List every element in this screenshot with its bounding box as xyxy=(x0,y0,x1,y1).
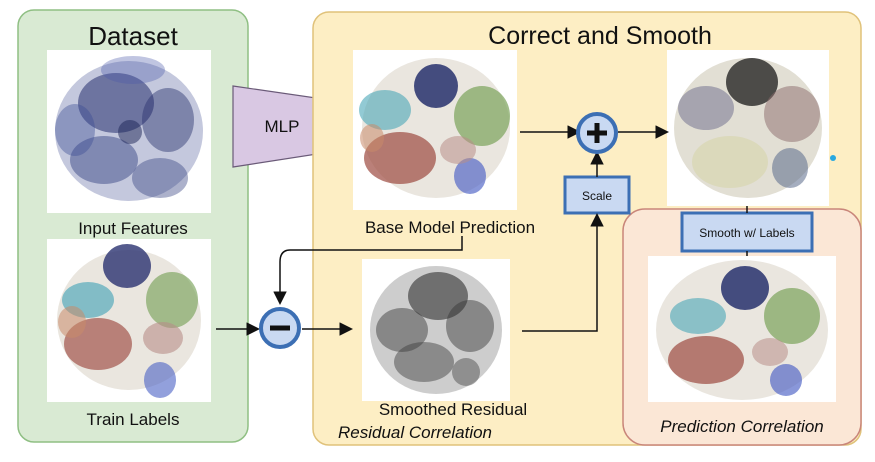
smoothed-residual-graph-image xyxy=(362,259,510,401)
scale-label: Scale xyxy=(582,189,612,203)
train-labels-graph-image xyxy=(47,239,211,402)
mlp-label: MLP xyxy=(265,117,300,136)
prediction-correlation-label: Prediction Correlation xyxy=(660,417,823,436)
decorative-dot xyxy=(830,155,836,161)
input-features-graph-image xyxy=(47,50,211,213)
corrected-prediction-graph-image xyxy=(667,50,829,206)
smoothed-residual-label: Smoothed Residual xyxy=(379,400,527,419)
arrow-residual-to-scale xyxy=(522,213,604,332)
minus-operator xyxy=(259,307,301,349)
connectors xyxy=(216,125,748,336)
residual-correlation-label: Residual Correlation xyxy=(338,423,492,442)
input-features-label: Input Features xyxy=(78,219,188,238)
correct-smooth-title: Correct and Smooth xyxy=(488,22,712,50)
smooth-with-labels-label: Smooth w/ Labels xyxy=(699,226,794,240)
arrow-base-to-minus xyxy=(273,236,463,305)
dataset-title: Dataset xyxy=(88,21,178,51)
base-model-prediction-label: Base Model Prediction xyxy=(365,218,535,237)
train-labels-label: Train Labels xyxy=(87,410,180,429)
final-prediction-graph-image xyxy=(648,256,836,402)
plus-operator xyxy=(576,112,618,154)
base-model-prediction-graph-image xyxy=(353,50,517,210)
